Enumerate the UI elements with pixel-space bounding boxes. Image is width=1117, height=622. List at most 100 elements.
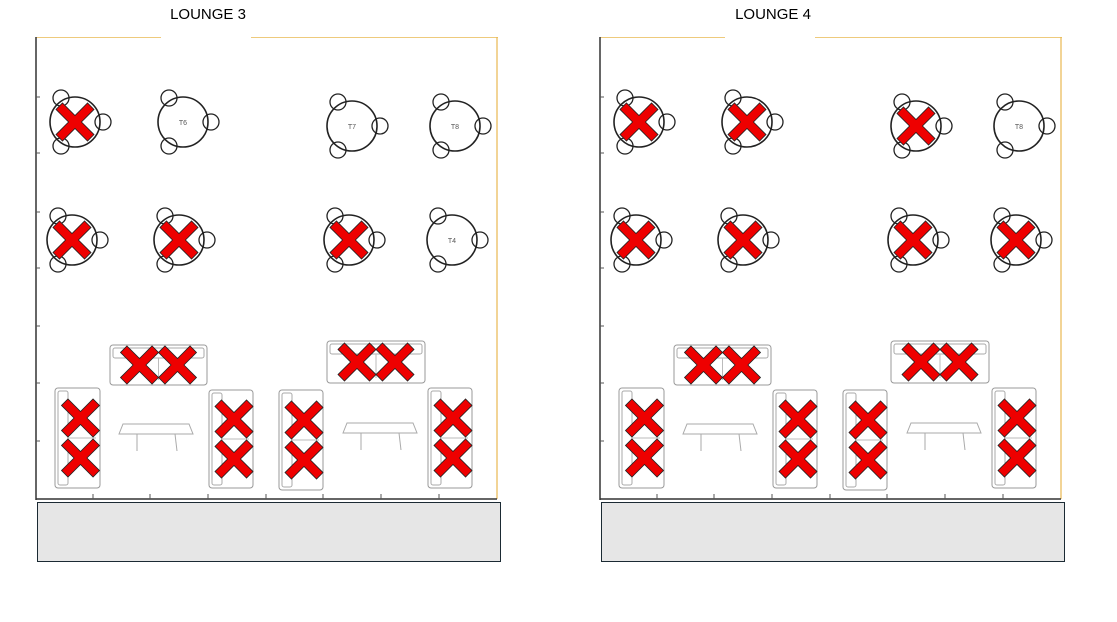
coffee-table xyxy=(342,422,418,451)
round-table[interactable]: T4 xyxy=(426,207,489,273)
reserved-x-icon xyxy=(996,220,1036,260)
table-top xyxy=(990,214,1042,266)
table-top xyxy=(429,100,481,152)
table-top xyxy=(326,100,378,152)
round-table[interactable] xyxy=(323,207,386,273)
reserved-x-icon xyxy=(329,220,369,260)
chair-icon xyxy=(762,231,780,249)
round-table[interactable] xyxy=(153,207,216,273)
table-label: T8 xyxy=(1015,124,1023,131)
lounge-3-notes-box[interactable] xyxy=(37,502,501,562)
table-top xyxy=(613,96,665,148)
sofa[interactable] xyxy=(890,340,990,384)
reserved-x-icon xyxy=(896,106,936,146)
table-label: T4 xyxy=(448,238,456,245)
chair-icon xyxy=(996,141,1014,159)
sofa[interactable] xyxy=(54,387,101,489)
table-label: T8 xyxy=(451,124,459,131)
lounge-3-title: LOUNGE 3 xyxy=(170,6,246,23)
round-table[interactable] xyxy=(717,207,780,273)
reserved-x-icon xyxy=(624,398,665,438)
chair-icon xyxy=(432,93,450,111)
lounge-4-title: LOUNGE 4 xyxy=(735,6,811,23)
round-table[interactable] xyxy=(49,89,112,155)
reserved-x-icon xyxy=(997,438,1037,478)
chair-icon xyxy=(1038,117,1056,135)
table-top xyxy=(323,214,375,266)
chair-icon xyxy=(932,231,950,249)
chair-icon xyxy=(329,93,347,111)
reserved-x-icon xyxy=(778,439,818,479)
sofa[interactable] xyxy=(427,387,473,489)
coffee-table xyxy=(906,422,982,451)
sofa[interactable] xyxy=(326,340,426,384)
reserved-x-icon xyxy=(616,220,656,260)
table-top xyxy=(717,214,769,266)
reserved-x-icon xyxy=(214,399,254,439)
reserved-x-icon xyxy=(214,439,254,479)
reserved-x-icon xyxy=(60,398,101,438)
chair-icon xyxy=(474,117,492,135)
reserved-x-icon xyxy=(55,102,95,142)
round-table[interactable] xyxy=(613,89,676,155)
table-top xyxy=(993,100,1045,152)
table-label: T7 xyxy=(348,124,356,131)
chair-icon xyxy=(1035,231,1053,249)
chair-icon xyxy=(996,93,1014,111)
round-table[interactable]: T6 xyxy=(157,89,220,155)
lounge-4-floorplan: T8 xyxy=(599,37,1063,562)
sofa[interactable] xyxy=(991,387,1037,489)
chair-icon xyxy=(429,255,447,273)
chair-icon xyxy=(371,117,389,135)
sofa[interactable] xyxy=(618,387,665,489)
sofa[interactable] xyxy=(842,389,888,491)
chair-icon xyxy=(766,113,784,131)
round-table[interactable] xyxy=(610,207,673,273)
chair-icon xyxy=(160,137,178,155)
reserved-x-icon xyxy=(157,345,198,385)
reserved-x-icon xyxy=(52,220,92,260)
sofa[interactable] xyxy=(208,389,254,489)
chair-icon xyxy=(471,231,489,249)
chair-icon xyxy=(429,207,447,225)
reserved-x-icon xyxy=(284,440,324,480)
lounge-4-notes-box[interactable] xyxy=(601,502,1065,562)
reserved-x-icon xyxy=(375,342,415,382)
table-top xyxy=(426,214,478,266)
table-top xyxy=(49,96,101,148)
chair-icon xyxy=(935,117,953,135)
reserved-x-icon xyxy=(721,345,762,385)
sofa[interactable] xyxy=(673,344,772,386)
round-table[interactable] xyxy=(890,93,953,159)
round-table[interactable]: T7 xyxy=(326,93,389,159)
round-table[interactable] xyxy=(46,207,109,273)
chair-icon xyxy=(94,113,112,131)
table-top xyxy=(610,214,662,266)
chair-icon xyxy=(198,231,216,249)
reserved-x-icon xyxy=(60,438,101,478)
table-top xyxy=(157,96,209,148)
round-table[interactable]: T8 xyxy=(429,93,492,159)
sofa[interactable] xyxy=(772,389,818,489)
table-top xyxy=(890,100,942,152)
chair-icon xyxy=(655,231,673,249)
reserved-x-icon xyxy=(893,220,933,260)
reserved-x-icon xyxy=(159,220,199,260)
chair-icon xyxy=(202,113,220,131)
round-table[interactable] xyxy=(721,89,784,155)
sofa[interactable] xyxy=(109,344,208,386)
coffee-table xyxy=(118,423,194,452)
round-table[interactable] xyxy=(990,207,1053,273)
reserved-x-icon xyxy=(284,400,324,440)
round-table[interactable] xyxy=(887,207,950,273)
chair-icon xyxy=(432,141,450,159)
table-top xyxy=(153,214,205,266)
reserved-x-icon xyxy=(778,399,818,439)
table-top xyxy=(721,96,773,148)
chair-icon xyxy=(160,89,178,107)
sofa[interactable] xyxy=(278,389,324,491)
reserved-x-icon xyxy=(433,398,473,438)
round-table[interactable]: T8 xyxy=(993,93,1056,159)
reserved-x-icon xyxy=(433,438,473,478)
